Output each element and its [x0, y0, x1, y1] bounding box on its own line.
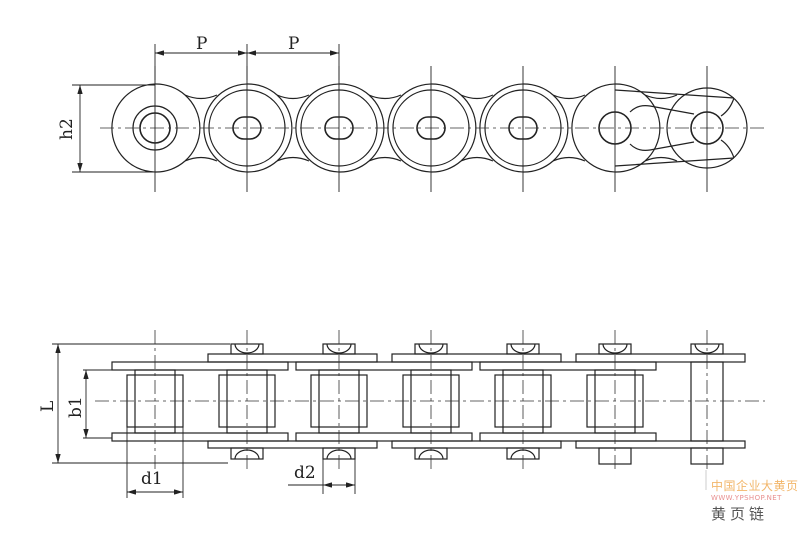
top-view: P P h2 — [57, 34, 765, 192]
rivet-head — [510, 343, 536, 354]
outer-plate — [391, 353, 562, 363]
d2-dimension: d2 — [288, 455, 356, 494]
chain-parts — [111, 330, 746, 470]
plate-edge — [460, 156, 494, 162]
plate-end-arc — [552, 94, 569, 162]
h2-label: h2 — [57, 118, 77, 140]
plate-edge — [460, 94, 494, 100]
outer-plate — [207, 440, 378, 449]
outer-plate — [207, 353, 378, 363]
plate-edge — [276, 94, 310, 100]
inner-plate — [295, 432, 473, 442]
plate-edge — [184, 94, 218, 100]
plate-edge — [552, 156, 586, 162]
outer-plate — [575, 353, 746, 363]
watermark-line1: 中国企业大黄页 — [711, 479, 799, 493]
h2-dimension: h2 — [57, 84, 155, 173]
plate-edge — [644, 94, 678, 100]
d2-label: d2 — [294, 463, 316, 483]
pin-center-lines — [154, 66, 708, 192]
plate-edge — [184, 156, 218, 162]
plate-edge — [644, 156, 678, 162]
watermark-url: WWW.YPSHOP.NET — [711, 494, 782, 502]
rivet-head — [234, 343, 260, 354]
outer-plate — [575, 440, 746, 449]
pitch-label: P — [196, 34, 207, 54]
watermark-line3: 黄页链 — [711, 505, 769, 523]
b1-label: b1 — [66, 396, 86, 418]
pitch-dimension: P P — [154, 34, 340, 80]
plate-end-arc — [276, 94, 293, 162]
inner-plate — [479, 432, 657, 442]
rivet-head — [326, 343, 352, 354]
bottom-view: L b1 d1 d2 — [38, 330, 765, 498]
connecting-link-plate — [614, 89, 735, 167]
rivet-head — [602, 343, 628, 354]
pitch-label: P — [288, 34, 299, 54]
plate-edge — [368, 94, 402, 100]
plate-end-arc — [571, 83, 646, 173]
inner-plate — [111, 432, 289, 442]
inner-plate — [111, 361, 289, 371]
d1-dimension: d1 — [126, 427, 184, 498]
d1-label: d1 — [141, 469, 163, 489]
rivet-head — [694, 343, 720, 354]
l-label: L — [38, 401, 58, 412]
outer-plate — [391, 440, 562, 449]
b1-dimension: b1 — [66, 369, 112, 439]
plate-end-arc — [184, 94, 201, 162]
spring-clip — [720, 97, 735, 159]
plate-edge — [552, 94, 586, 100]
inner-plate — [479, 361, 657, 371]
inner-plate — [295, 361, 473, 371]
l-dimension: L — [38, 343, 230, 464]
plate-edge — [276, 156, 310, 162]
plate-edge — [368, 156, 402, 162]
rivet-head — [418, 343, 444, 354]
